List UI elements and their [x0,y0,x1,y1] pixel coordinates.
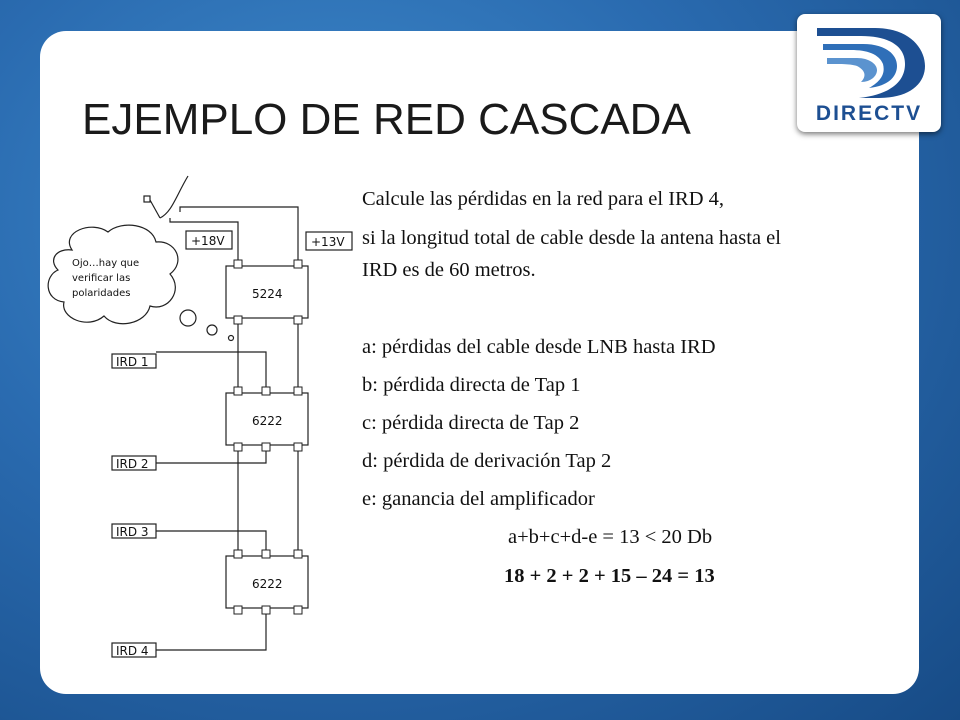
ird3-cable [156,530,267,550]
ird4-label: IRD 4 [116,644,149,658]
content-panel [40,31,919,694]
multiswitch-5224 [225,265,309,319]
lnb-cable-left [169,218,239,262]
port [233,259,243,269]
voltage-left-label: +18V [191,234,225,248]
port [233,442,243,452]
item-e: e: ganancia del amplificador [362,488,595,510]
port [233,386,243,396]
ird1-label: IRD 1 [116,355,149,369]
slide-title: EJEMPLO DE RED CASCADA [82,95,691,144]
port [261,442,271,452]
ird3-label: IRD 3 [116,525,149,539]
port [293,549,303,559]
item-d: d: pérdida de derivación Tap 2 [362,450,612,472]
thought-bubble-medium [206,324,218,336]
intro-line-1: Calcule las pérdidas en la red para el I… [362,188,725,210]
port [293,605,303,615]
lnb-cable-right [179,206,299,262]
item-b: b: pérdida directa de Tap 1 [362,374,581,396]
ird3-box [111,523,157,539]
voltage-right-box [305,231,353,251]
voltage-right-label: +13V [311,235,345,249]
device-label-2: 6222 [252,414,283,428]
ird2-box [111,455,157,471]
cloud-text-line3: polaridades [72,288,130,299]
port [293,386,303,396]
tap-6222-1 [225,392,309,446]
directv-logo: DIRECTV [797,14,941,132]
thought-bubble-large [179,309,197,327]
port [233,549,243,559]
port [261,605,271,615]
ird2-cable [156,449,267,464]
thought-cloud [47,224,179,325]
ird4-cable [156,612,267,651]
port [261,386,271,396]
logo-wordmark: DIRECTV [815,102,923,125]
ird1-box [111,353,157,369]
ird1-cable [156,351,267,387]
device-label-1: 5224 [252,287,283,301]
result-line: 18 + 2 + 2 + 15 – 24 = 13 [504,565,715,587]
intro-line-2: si la longitud total de cable desde la a… [362,227,781,249]
antenna-dish [159,175,189,219]
antenna-arm [149,199,161,219]
thought-bubble-small [227,334,235,342]
ird2-label: IRD 2 [116,457,149,471]
port [233,315,243,325]
ird4-box [111,642,157,658]
device-label-3: 6222 [252,577,283,591]
intro-line-3: IRD es de 60 metros. [362,259,536,281]
directv-logo-mark [817,28,925,98]
port [293,259,303,269]
item-a: a: pérdidas del cable desde LNB hasta IR… [362,336,716,358]
item-c: c: pérdida directa de Tap 2 [362,412,580,434]
port [293,442,303,452]
port [261,549,271,559]
cloud-text-line1: Ojo…hay que [72,258,139,269]
port [293,315,303,325]
cloud-text-line2: verificar las [72,273,130,284]
port [233,605,243,615]
lnb-icon [143,195,151,203]
voltage-left-box [185,230,233,250]
formula-line: a+b+c+d-e = 13 < 20 Db [508,526,713,548]
